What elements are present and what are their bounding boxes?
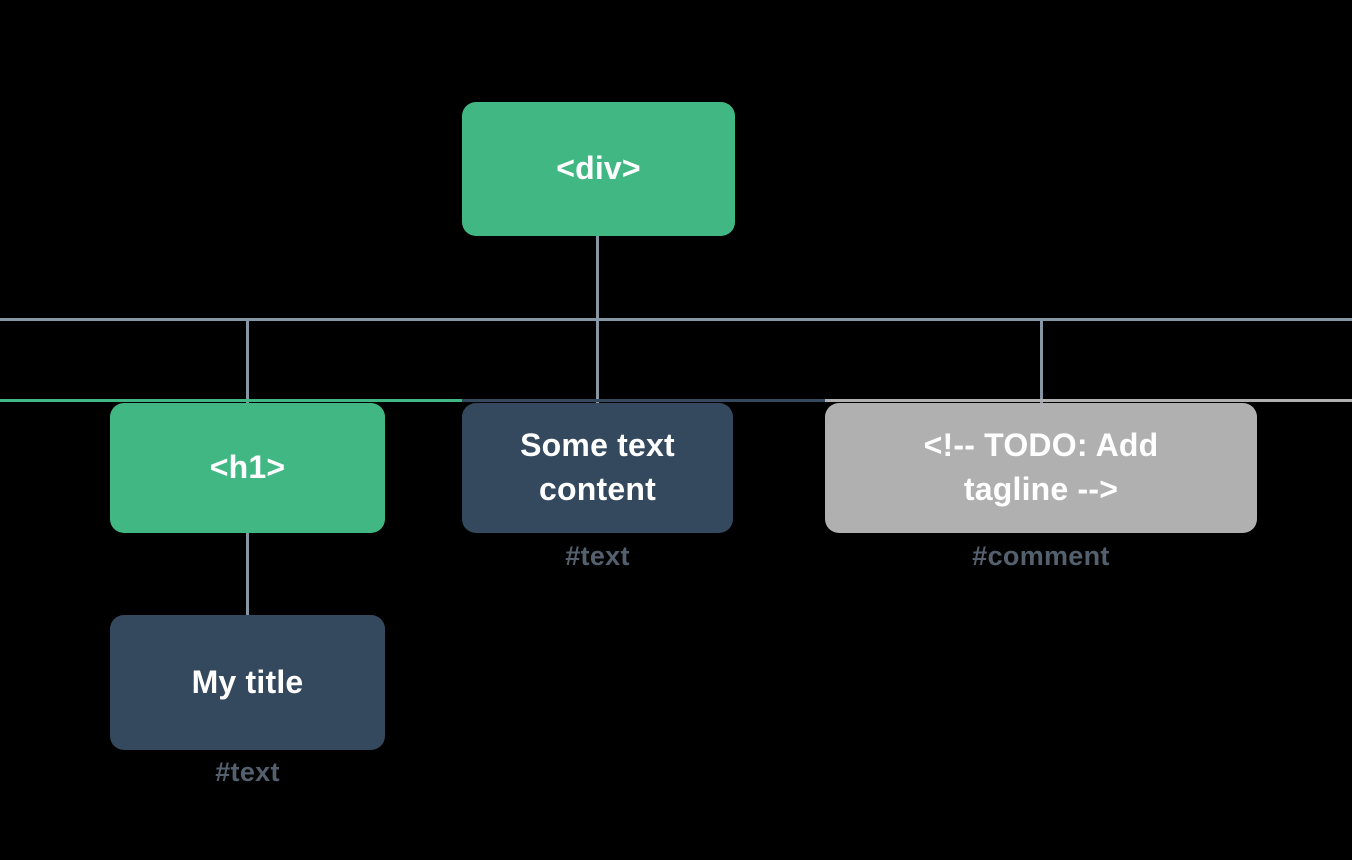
connector-drop-comment xyxy=(1040,320,1043,404)
connector-drop-h1 xyxy=(246,320,249,404)
connector-root-stem xyxy=(596,236,599,320)
connector-h1-to-my-title xyxy=(246,533,249,617)
node-div-root-label: <div> xyxy=(556,150,641,187)
node-some-text-label: Some text content xyxy=(520,427,675,507)
node-my-title[interactable]: My title xyxy=(110,615,385,750)
connector-drop-some-text xyxy=(596,320,599,404)
node-comment[interactable]: <!-- TODO: Add tagline --> xyxy=(825,403,1257,533)
caption-some-text: #text xyxy=(565,541,630,571)
node-h1-label: <h1> xyxy=(209,449,286,486)
node-my-title-label: My title xyxy=(191,663,304,700)
connector-sibling-bar xyxy=(0,318,1352,321)
node-div-root[interactable]: <div> xyxy=(462,102,735,236)
edge-strip-right-gray xyxy=(825,399,1352,402)
edge-strip-left-green xyxy=(0,399,462,402)
node-some-text[interactable]: Some text content xyxy=(462,403,733,533)
node-comment-label: <!-- TODO: Add tagline --> xyxy=(923,427,1159,507)
caption-my-title: #text xyxy=(215,757,280,787)
edge-strip-mid-navy xyxy=(462,399,825,402)
caption-comment: #comment xyxy=(972,541,1110,571)
node-h1[interactable]: <h1> xyxy=(110,403,385,533)
